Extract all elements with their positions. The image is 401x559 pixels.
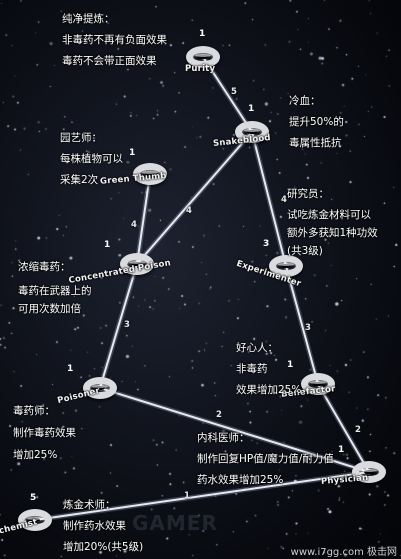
link-label: 5 [231, 87, 237, 97]
desc-title: 炼金术师： [63, 499, 116, 511]
link-line-concentrated_poison-green_thumb [136, 173, 151, 265]
desc-line: 每株植物可以 [60, 153, 123, 165]
ring-icon [235, 121, 269, 143]
link-label: 2 [355, 425, 361, 435]
desc-line: 制作毒药效果 [13, 427, 76, 439]
desc-poisoner: 毒药师： 制作毒药效果 增加25% [13, 400, 76, 466]
skill-node-poisoner[interactable]: 1 Poisoner [56, 364, 117, 406]
desc-line: 试吃炼金材料可以 [287, 209, 371, 221]
desc-title: 浓缩毒药： [18, 261, 71, 273]
link-line-experimenter-snakeblood [251, 131, 287, 267]
link-label: 4 [186, 206, 192, 216]
desc-title: 研究员： [287, 188, 329, 200]
desc-line: 效果增加25% [236, 384, 302, 396]
ring-icon [186, 46, 220, 68]
desc-alchemist: 炼金术师： 制作药水效果 增加20%(共5级) [63, 495, 143, 558]
desc-line: 额外多获知1种功效 [287, 227, 378, 239]
desc-concentrated-poison: 浓缩毒药： 毒药在武器上的 可用次数加倍 [18, 258, 92, 318]
link-line-poisoner-concentrated_poison [99, 263, 138, 389]
desc-title: 纯净提炼： [62, 13, 115, 25]
desc-line: 非毒药不再有负面效果 [62, 34, 167, 46]
desc-title: 内科医师： [197, 432, 250, 444]
skill-rank: 1 [129, 148, 136, 158]
skill-node-experimenter[interactable]: 3 Experimenter [235, 239, 303, 289]
skill-rank: 1 [248, 104, 255, 114]
skill-node-physician[interactable]: 1 Physician [321, 445, 386, 487]
desc-title: 毒药师： [13, 405, 55, 417]
skill-node-alchemist[interactable]: 5 Alchemist [0, 493, 52, 539]
link-line-concentrated_poison-snakeblood [136, 131, 253, 265]
link-label: 1 [184, 491, 190, 501]
desc-line: 毒属性抵抗 [289, 137, 342, 149]
ring-icon [352, 461, 386, 483]
ring-icon [83, 377, 117, 399]
watermark-site: www.i7gg.com 极击网 [290, 547, 397, 558]
desc-line: 提升50%的 [289, 116, 344, 128]
watermark-gamer: GAMER [132, 511, 218, 535]
link-label: 3 [305, 323, 311, 333]
skill-rank: 1 [67, 364, 74, 374]
ring-icon [133, 163, 167, 185]
desc-line: 制作药水效果 [63, 520, 126, 532]
skill-label-purity: Purity [185, 64, 216, 74]
skill-node-purity[interactable]: 1 Purity [185, 29, 220, 74]
desc-line: 毒药在武器上的 [18, 285, 92, 297]
link-label: 3 [124, 320, 130, 330]
skill-node-benefactor[interactable]: 1 Benefactor [281, 360, 336, 400]
desc-physician: 内科医师： 制作回复HP值/魔力值/耐力值 药水效果增加25% [197, 428, 334, 491]
desc-benefactor: 好心人： 非毒药 效果增加25% [236, 338, 301, 401]
ring-icon [18, 509, 52, 531]
link-line-physician-benefactor [317, 383, 370, 473]
desc-line: 药水效果增加25% [197, 474, 284, 486]
desc-title: 园艺师： [60, 132, 102, 144]
desc-title: 冷血： [289, 95, 321, 107]
desc-line: 可用次数加倍 [18, 303, 81, 315]
skill-rank: 1 [287, 360, 294, 370]
desc-snakeblood: 冷血： 提升50%的 毒属性抵抗 [289, 91, 344, 154]
desc-experimenter: 研究员： 试吃炼金材料可以 额外多获知1种功效 (共3级) [287, 185, 378, 260]
link-line-alchemist-physician [34, 471, 370, 521]
link-line-physician-poisoner [99, 387, 370, 473]
ring-icon [301, 373, 335, 395]
skill-rank: 5 [30, 493, 37, 503]
link-line-snakeblood-purity [202, 56, 253, 133]
skill-node-green-thumb[interactable]: 1 Green Thumb [100, 148, 167, 187]
desc-purity: 纯净提炼： 非毒药不再有负面效果 毒药不会带正面效果 [62, 9, 167, 72]
link-label: 4 [281, 195, 287, 205]
skill-node-snakeblood[interactable]: 1 Snakeblood [213, 104, 272, 149]
skill-rank: 3 [263, 239, 270, 249]
desc-line: 增加25% [13, 449, 58, 461]
desc-line: 增加20%(共5级) [63, 541, 144, 553]
desc-line: 毒药不会带正面效果 [62, 55, 157, 67]
link-label: 2 [216, 410, 222, 420]
desc-title: 好心人： [236, 342, 278, 354]
ring-icon [120, 253, 154, 275]
link-label: 4 [131, 220, 137, 230]
desc-line: 制作回复HP值/魔力值/耐力值 [197, 453, 334, 465]
link-line-benefactor-experimenter [285, 265, 319, 385]
skill-rank: 1 [338, 445, 345, 455]
desc-line: 非毒药 [236, 363, 268, 375]
skill-rank: 1 [199, 29, 206, 39]
desc-green-thumb: 园艺师： 每株植物可以 采集2次 [60, 128, 123, 191]
skill-node-concentrated-poison[interactable]: 1 Concentrated Poison [68, 240, 172, 286]
ring-icon [269, 255, 303, 277]
desc-line: (共3级) [287, 245, 323, 257]
skill-rank: 1 [104, 240, 111, 250]
desc-line: 采集2次 [60, 174, 99, 186]
